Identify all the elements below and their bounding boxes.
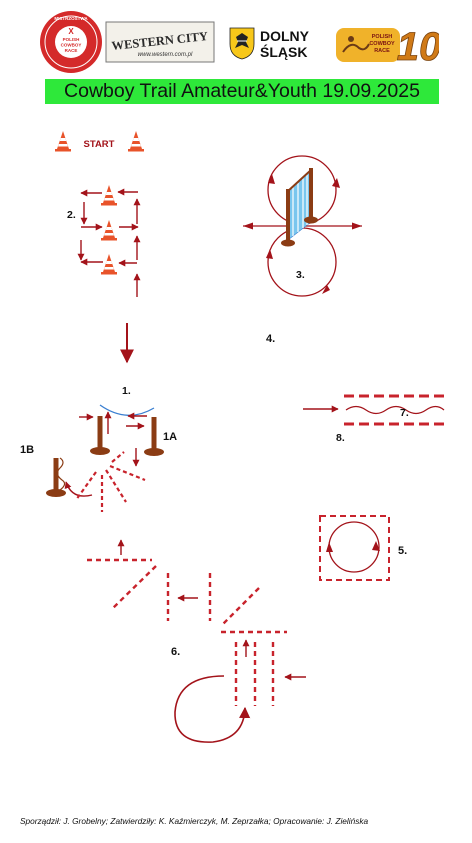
dolny-slask-logo: DOLNY ŚLĄSK	[229, 27, 310, 60]
obstacle-5-box: 5.	[319, 515, 407, 581]
route-arrow	[326, 542, 333, 552]
slalom-cone	[101, 185, 117, 206]
round-badge-logo: MISTRZOSTWA X POLISH COWBOY RACE	[40, 11, 102, 73]
obstacle-7-8-rails: 7. 8.	[303, 394, 449, 444]
credits-footer: Sporządził: J. Grobelny; Zatwierdziły: K…	[20, 816, 369, 826]
badge-line1: POLISH	[63, 37, 80, 42]
circle-route	[328, 521, 380, 573]
gate-post	[286, 189, 290, 241]
badge-numeral: X	[68, 27, 74, 36]
wavy-route	[345, 405, 445, 415]
page-title: Cowboy Trail Amateur&Youth 19.09.2025	[45, 79, 439, 104]
obstacle-2-label: 2.	[67, 209, 76, 221]
obstacle-1-label: 1.	[122, 385, 131, 397]
obstacle-3-gate: 3.	[243, 155, 362, 297]
slalom-cone	[101, 254, 117, 275]
post-1	[90, 416, 110, 455]
obstacle-6-poles: 6.	[87, 539, 306, 743]
fan-poles	[75, 451, 146, 512]
obstacle-6-label: 6.	[171, 646, 180, 658]
start-label: START	[84, 139, 115, 150]
route-arrow	[64, 481, 93, 497]
rope-wavy	[56, 457, 66, 491]
obstacle-4-label: 4.	[266, 333, 275, 345]
obstacle-5-label: 5.	[398, 545, 407, 557]
box-poles	[319, 515, 390, 581]
obstacle-1b-label: 1B	[20, 444, 34, 456]
eagle-coat-of-arms	[229, 27, 255, 60]
route-arrow	[268, 174, 275, 184]
route-arrow	[243, 222, 253, 230]
cowboy-race-10-logo: POLISH COWBOY RACE 10	[336, 25, 439, 66]
rope	[99, 404, 155, 416]
obstacle-7-label: 7.	[400, 407, 409, 419]
cowboy-race-line1: POLISH	[372, 34, 393, 40]
cowboy-race-line2: COWBOY	[369, 41, 395, 47]
obstacle-3-label: 3.	[296, 269, 305, 281]
obstacle-2-cone-slalom: 2.	[67, 185, 141, 297]
badge-line3: RACE	[65, 48, 78, 53]
loop-route	[174, 675, 251, 743]
start-cone-right	[128, 131, 144, 152]
circle-route-lower	[267, 227, 337, 297]
obstacle-1a-label: 1A	[163, 431, 177, 443]
route-arrow	[332, 178, 340, 188]
cowboy-race-number: 10	[397, 25, 439, 66]
start-cone-left	[55, 131, 71, 152]
route-arrow	[266, 249, 273, 259]
logos-row: MISTRZOSTWA X POLISH COWBOY RACE WESTERN…	[0, 0, 472, 78]
western-city-url: www.western.com.pl	[138, 52, 193, 58]
post-1a	[144, 417, 164, 456]
western-city-logo: WESTERN CITY www.western.com.pl	[105, 21, 215, 63]
cowboy-race-line3: RACE	[374, 48, 390, 54]
badge-top-text: MISTRZOSTWA	[54, 16, 88, 21]
gate-post	[309, 168, 313, 220]
pole	[221, 587, 260, 626]
dolny-slask-line1: DOLNY	[260, 28, 310, 44]
obstacle-8-label: 8.	[336, 432, 345, 444]
pole	[111, 565, 157, 610]
route-arrow	[352, 222, 362, 230]
slalom-cone	[101, 220, 117, 241]
route-arrow	[372, 541, 380, 551]
obstacle-1-posts: 1. 1A 1B	[20, 385, 177, 512]
badge-line2: COWBOY	[61, 43, 82, 48]
start-gate: START	[55, 131, 144, 152]
route-arrow	[322, 285, 330, 294]
dolny-slask-line2: ŚLĄSK	[260, 43, 307, 60]
